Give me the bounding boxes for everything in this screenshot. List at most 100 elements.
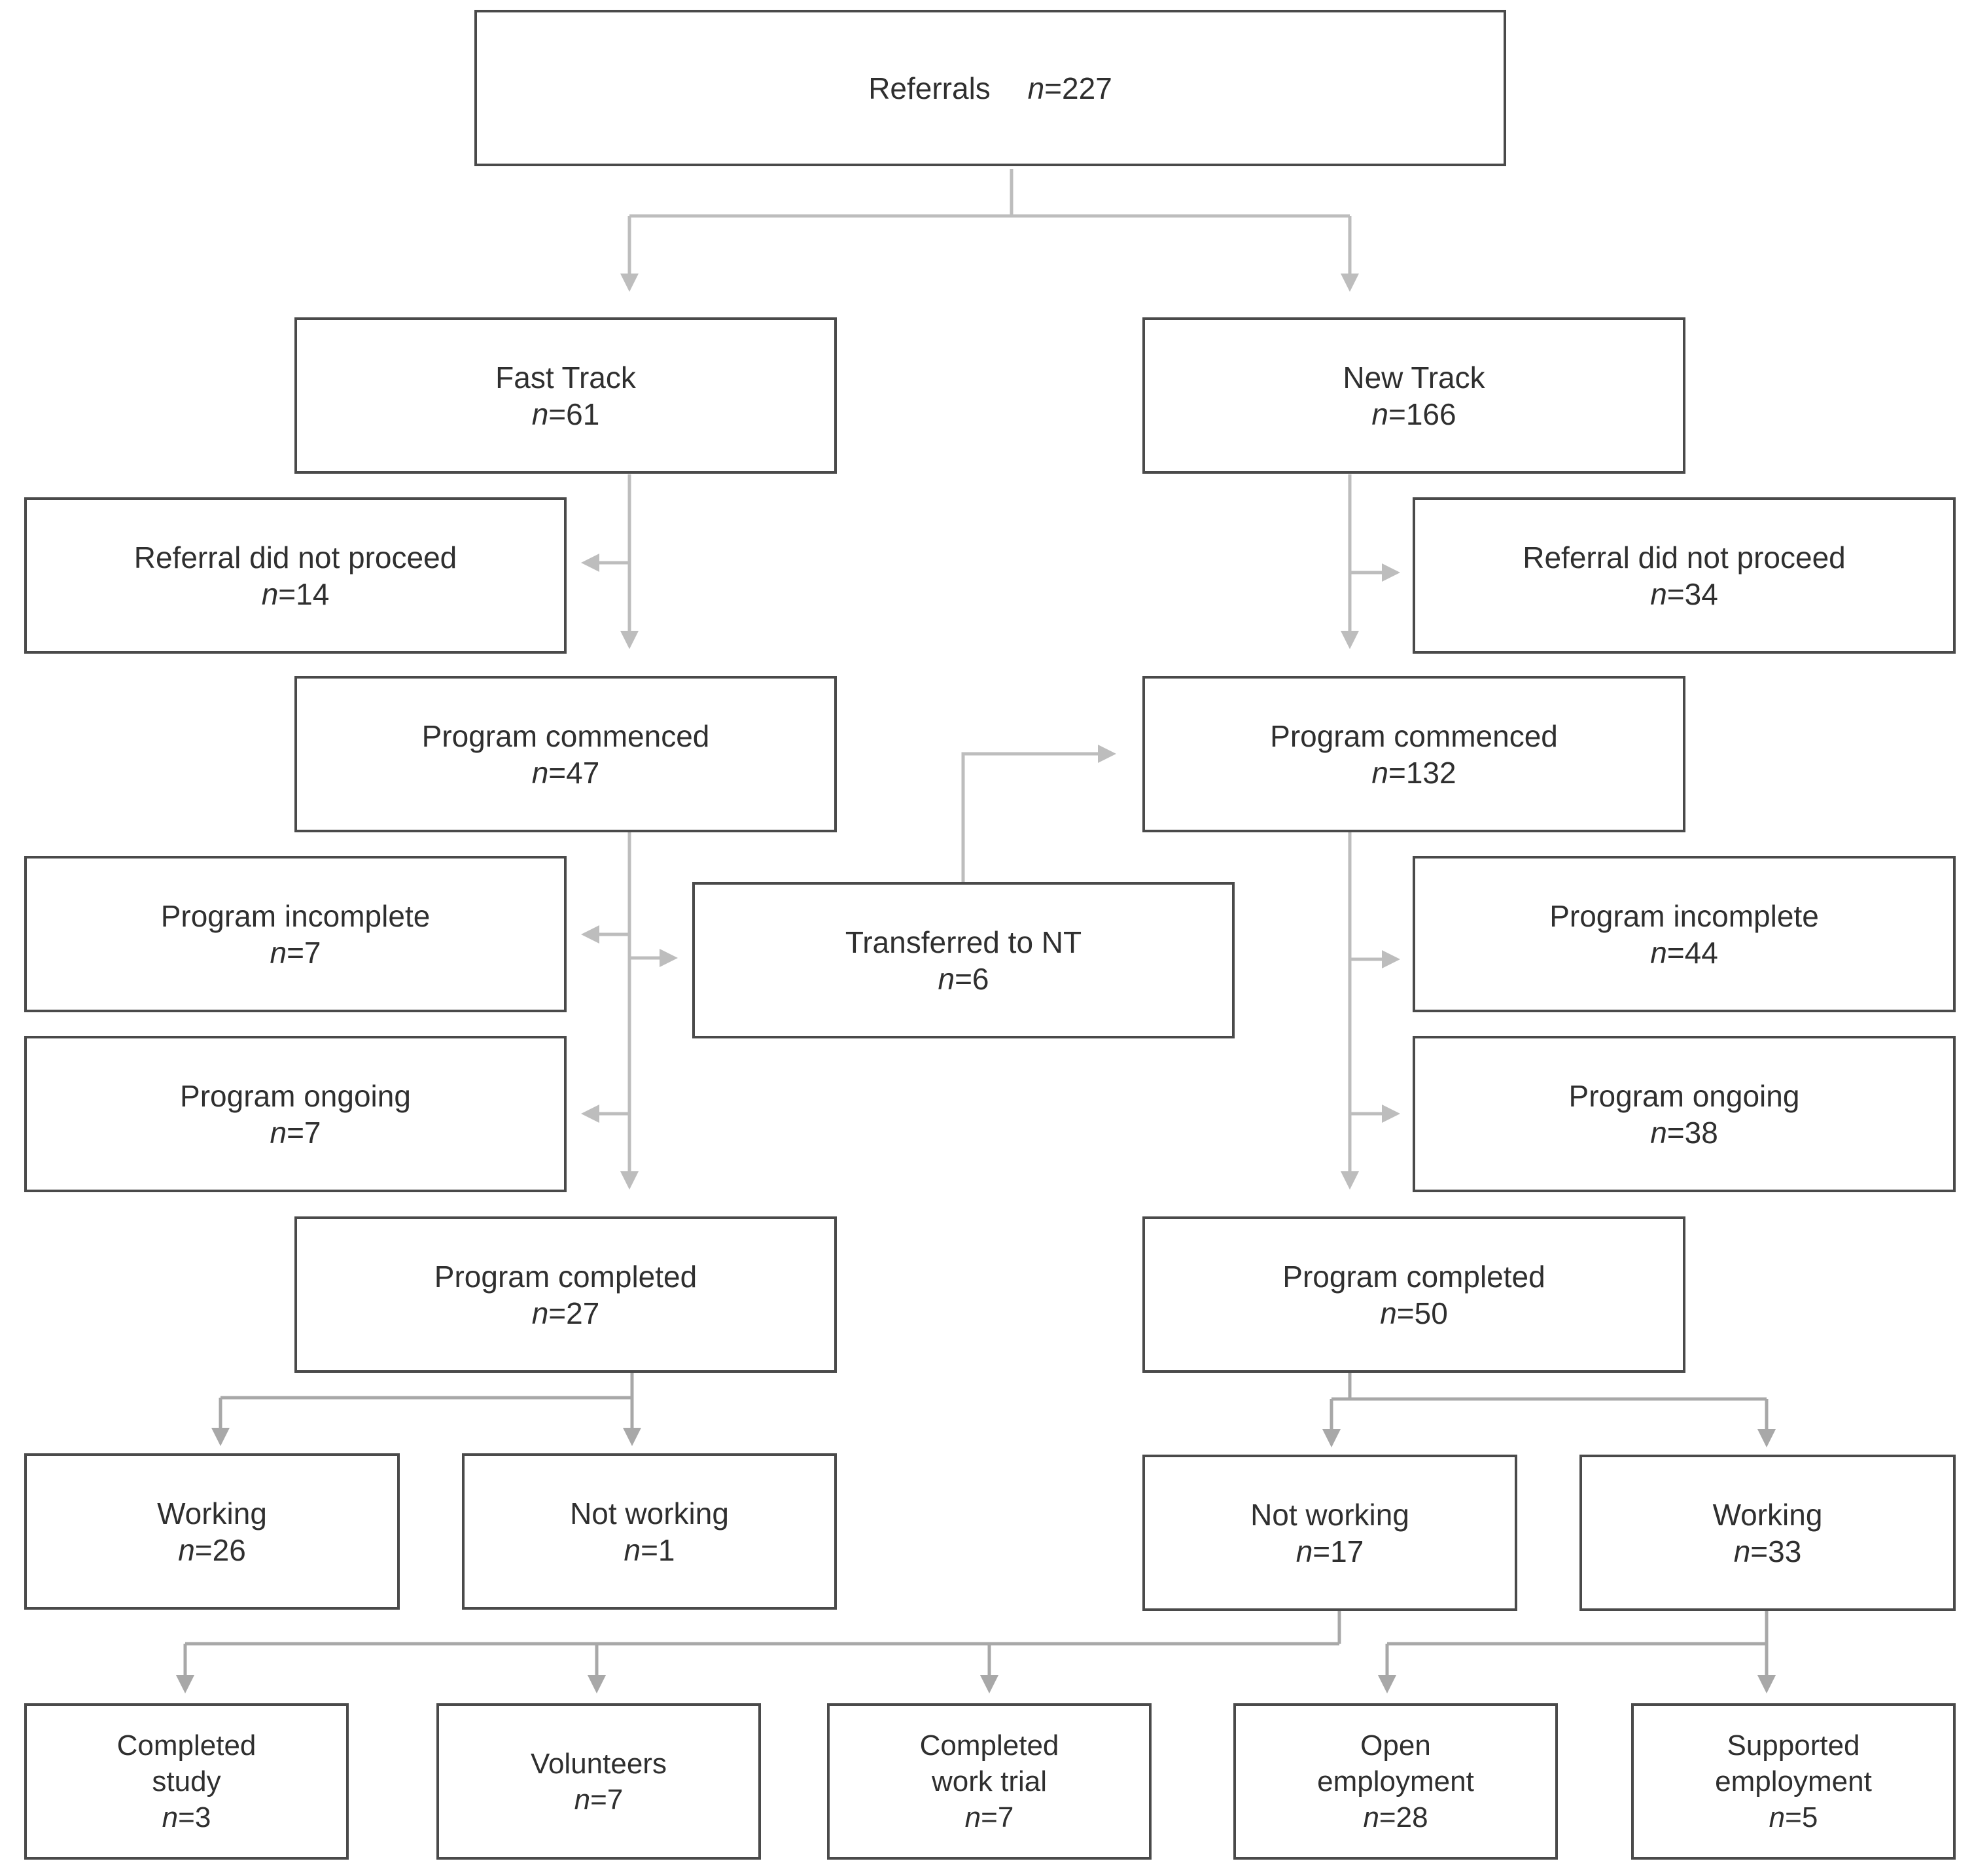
nt-ongoing-box: Program ongoing n=38 (1413, 1036, 1956, 1192)
open-employment-label-line1: Open (1360, 1729, 1431, 1761)
arrowhead-to-new-track (1341, 274, 1359, 292)
ft-not-proceed-label: Referral did not proceed (133, 540, 457, 575)
volunteers-label: Volunteers (531, 1747, 667, 1780)
ft-working-label: Working (157, 1496, 267, 1531)
nt-incomplete-label: Program incomplete (1549, 898, 1819, 933)
nt-working-box: Working n=33 (1579, 1455, 1956, 1611)
connector-working-breakdown (1385, 1611, 1769, 1675)
fast-track-count: n=61 (531, 397, 600, 431)
nt-not-proceed-label: Referral did not proceed (1523, 540, 1846, 575)
nt-incomplete-box: Program incomplete n=44 (1413, 856, 1956, 1012)
connector-referrals-split (627, 169, 1352, 274)
referrals-box: Referrals n=227 (474, 10, 1506, 166)
arrowhead-to-transferred (660, 949, 678, 967)
ft-not-proceed-box: Referral did not proceed n=14 (24, 497, 567, 654)
ft-not-working-box: Not working n=1 (462, 1453, 837, 1610)
volunteers-count: n=7 (574, 1783, 624, 1816)
new-track-box: New Track n=166 (1142, 317, 1685, 474)
ft-completed-count: n=27 (531, 1296, 600, 1330)
ft-completed-box: Program completed n=27 (294, 1216, 837, 1373)
ft-ongoing-box: Program ongoing n=7 (24, 1036, 567, 1192)
completed-study-label-line1: Completed (116, 1729, 256, 1761)
referrals-count: n=227 (1027, 71, 1112, 105)
nt-completed-box: Program completed n=50 (1142, 1216, 1685, 1373)
nt-completed-label: Program completed (1282, 1259, 1545, 1294)
transferred-box: Transferred to NT n=6 (692, 882, 1235, 1038)
supported-employment-count: n=5 (1769, 1801, 1818, 1833)
nt-not-working-box: Not working n=17 (1142, 1455, 1517, 1611)
nt-commenced-label: Program commenced (1270, 718, 1558, 753)
arrowhead-to-ft-working (211, 1428, 230, 1446)
arrowhead-to-volunteers (588, 1675, 606, 1693)
ft-commenced-label: Program commenced (421, 718, 710, 753)
arrowhead-to-supported-employment (1757, 1675, 1776, 1693)
arrowhead-to-ft-not-working (623, 1428, 641, 1446)
ft-working-count: n=26 (178, 1532, 246, 1567)
nt-commenced-box: Program commenced n=132 (1142, 676, 1685, 832)
supported-employment-label-line2: employment (1715, 1765, 1872, 1797)
connector-nt-outcomes (1330, 1373, 1769, 1429)
ft-not-working-count: n=1 (624, 1532, 675, 1567)
nt-not-working-label: Not working (1250, 1497, 1409, 1532)
arrowhead-to-nt-commenced-main (1341, 631, 1359, 649)
arrowhead-to-ft-completed (620, 1171, 639, 1190)
open-employment-label-line2: employment (1317, 1765, 1474, 1797)
volunteers-box: Volunteers n=7 (436, 1703, 761, 1860)
arrowhead-to-fast-track (620, 274, 639, 292)
completed-study-box: Completed study n=3 (24, 1703, 349, 1860)
nt-ongoing-count: n=38 (1650, 1115, 1718, 1150)
referrals-label: Referrals (868, 71, 991, 105)
ft-incomplete-label: Program incomplete (160, 898, 431, 933)
fast-track-label: Fast Track (495, 360, 636, 395)
arrowhead-to-nt-working (1757, 1429, 1776, 1447)
connector-transferred-to-nt (961, 752, 1098, 882)
open-employment-count: n=28 (1363, 1801, 1428, 1833)
connector-ft-outcomes (219, 1373, 634, 1428)
completed-work-trial-box: Completed work trial n=7 (827, 1703, 1152, 1860)
completed-work-trial-count: n=7 (964, 1801, 1014, 1833)
arrowhead-to-nt-not-proceed (1382, 563, 1400, 582)
arrowhead-to-open-employment (1378, 1675, 1396, 1693)
arrowhead-to-nt-not-working (1322, 1429, 1341, 1447)
nt-not-working-count: n=17 (1295, 1534, 1364, 1568)
arrowhead-to-completed-work-trial (980, 1675, 998, 1693)
new-track-label: New Track (1343, 360, 1485, 395)
ft-commenced-count: n=47 (531, 755, 600, 790)
ft-completed-label: Program completed (434, 1259, 697, 1294)
nt-working-label: Working (1712, 1497, 1823, 1532)
arrowhead-to-nt-commenced (1098, 745, 1116, 763)
arrowhead-to-nt-completed (1341, 1171, 1359, 1190)
transferred-label: Transferred to NT (845, 925, 1082, 959)
ft-not-proceed-count: n=14 (261, 576, 330, 611)
nt-working-count: n=33 (1733, 1534, 1802, 1568)
new-track-count: n=166 (1371, 397, 1456, 431)
arrowhead-to-ft-incomplete (581, 925, 599, 944)
ft-commenced-box: Program commenced n=47 (294, 676, 837, 832)
ft-ongoing-count: n=7 (270, 1115, 321, 1150)
nt-incomplete-count: n=44 (1650, 935, 1718, 970)
arrowhead-to-ft-not-proceed (581, 554, 599, 572)
nt-commenced-count: n=132 (1371, 755, 1456, 790)
supported-employment-box: Supported employment n=5 (1631, 1703, 1956, 1860)
connector-not-working-breakdown (183, 1611, 1341, 1675)
completed-work-trial-label-line1: Completed (919, 1729, 1059, 1761)
nt-ongoing-label: Program ongoing (1568, 1078, 1800, 1113)
ft-incomplete-box: Program incomplete n=7 (24, 856, 567, 1012)
arrowhead-to-completed-study (176, 1675, 194, 1693)
arrowhead-to-nt-ongoing (1382, 1105, 1400, 1123)
ft-not-working-label: Not working (570, 1496, 729, 1531)
transferred-count: n=6 (938, 961, 989, 996)
completed-study-count: n=3 (162, 1801, 211, 1833)
ft-ongoing-label: Program ongoing (180, 1078, 411, 1113)
completed-study-label-line2: study (152, 1765, 221, 1797)
arrowhead-to-ft-ongoing (581, 1105, 599, 1123)
ft-incomplete-count: n=7 (270, 935, 321, 970)
supported-employment-label-line1: Supported (1727, 1729, 1860, 1761)
nt-completed-count: n=50 (1380, 1296, 1448, 1330)
nt-not-proceed-box: Referral did not proceed n=34 (1413, 497, 1956, 654)
arrowhead-to-nt-incomplete (1382, 950, 1400, 968)
fast-track-box: Fast Track n=61 (294, 317, 837, 474)
ft-working-box: Working n=26 (24, 1453, 400, 1610)
